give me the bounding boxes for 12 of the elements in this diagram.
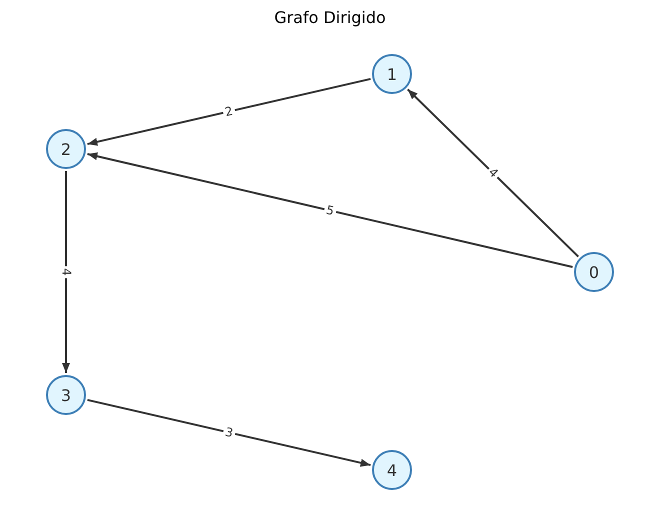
graph-node: 4 bbox=[372, 450, 412, 490]
graph-node: 3 bbox=[46, 375, 86, 415]
graph-node: 0 bbox=[574, 252, 614, 292]
arrow bbox=[87, 398, 371, 467]
arrow bbox=[87, 78, 371, 146]
arrow bbox=[62, 171, 70, 373]
arrow bbox=[407, 88, 579, 258]
graph-node: 1 bbox=[372, 54, 412, 94]
chart-title: Grafo Dirigido bbox=[273, 8, 387, 27]
arrow bbox=[87, 152, 573, 268]
edge-label: 4 bbox=[60, 266, 72, 278]
graph-node: 2 bbox=[46, 129, 86, 169]
